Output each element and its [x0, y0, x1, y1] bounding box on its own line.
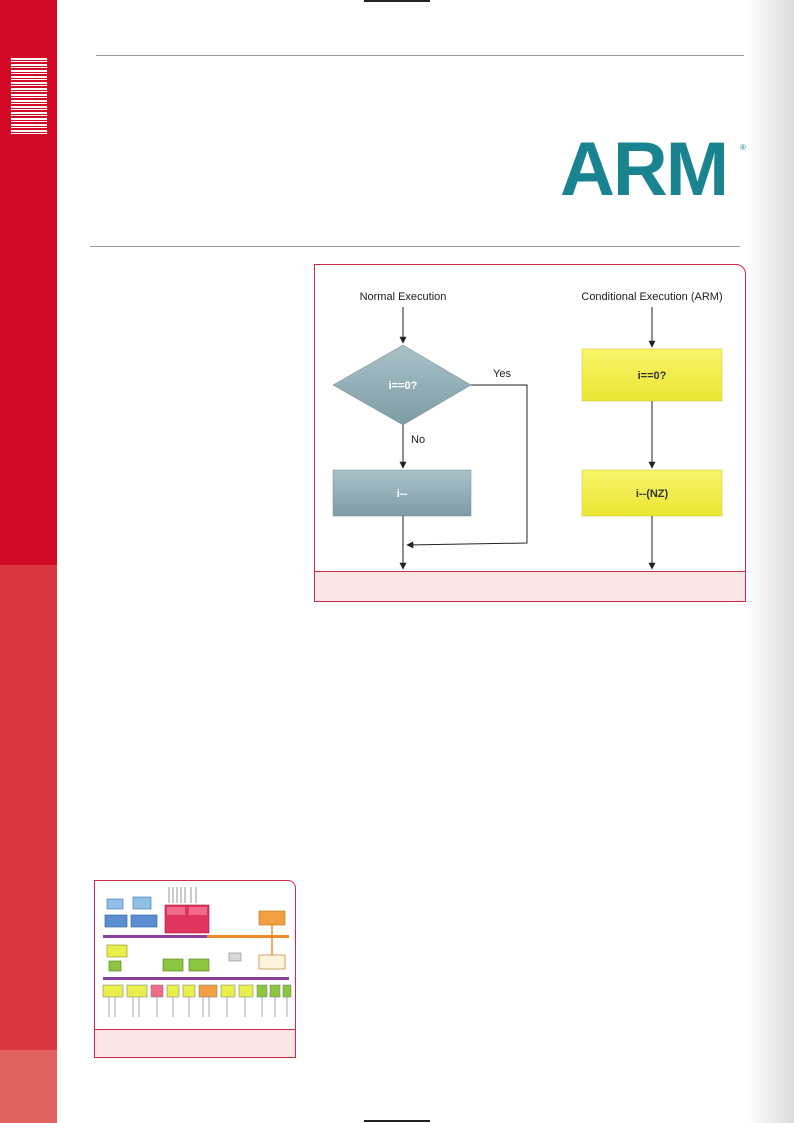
- barcode-icon: [11, 58, 47, 136]
- sdram-controller-block: [104, 914, 128, 928]
- cpu-subblock-b: [189, 907, 207, 915]
- bridge-block: [258, 954, 286, 970]
- cpu-subblock-a: [167, 907, 185, 915]
- side-strip-bottom: [0, 1050, 57, 1123]
- yes-label: Yes: [493, 368, 511, 380]
- figure-conditional-execution: Normal Execution i==0? Yes No i-- Condit…: [314, 264, 746, 602]
- flash-block: [132, 896, 152, 910]
- yes-branch-arrow: [406, 384, 528, 549]
- side-strip-middle: [0, 565, 57, 1050]
- header-rule: [96, 55, 744, 56]
- figure-2-caption-bar: [95, 1029, 295, 1057]
- decision-label-left: i==0?: [389, 380, 418, 392]
- rtc-block: [162, 958, 184, 972]
- conditional-execution-heading: Conditional Execution (ARM): [581, 291, 722, 303]
- crop-mark-top: [364, 0, 430, 2]
- system-controller-block: [106, 944, 128, 958]
- peripheral-row: [102, 984, 292, 998]
- section-rule: [90, 246, 740, 247]
- figure-1-caption-bar: [315, 571, 745, 601]
- flash-controller-block: [130, 914, 158, 928]
- bottom-pins: [108, 997, 288, 1017]
- interrupt-controller-block: [258, 910, 286, 926]
- pll-block: [108, 960, 122, 972]
- decision-box-right: [581, 348, 723, 402]
- normal-execution-heading: Normal Execution: [360, 291, 447, 303]
- side-color-strip: [0, 0, 57, 1123]
- flowchart-svg: Normal Execution i==0? Yes No i-- Condit…: [332, 291, 723, 570]
- decision-label-right: i==0?: [638, 370, 667, 382]
- figure-block-diagram: [94, 880, 296, 1058]
- process-label-left: i--: [397, 488, 408, 500]
- usb-block: [228, 952, 242, 962]
- sdram-block: [106, 898, 124, 910]
- arm-logo: ARM ®: [560, 132, 746, 208]
- arm-logo-text: ARM: [560, 127, 729, 212]
- process-box-right: [581, 469, 723, 517]
- process-box-left: [332, 469, 472, 517]
- crop-mark-bottom: [364, 1120, 430, 1122]
- page-edge-shadow: [748, 0, 794, 1123]
- block-diagram-svg: [102, 887, 292, 1017]
- top-pins: [168, 887, 197, 903]
- ahb-bus: [207, 935, 289, 938]
- watchdog-block: [188, 958, 210, 972]
- registered-mark: ®: [740, 143, 746, 152]
- peripheral-bus: [103, 977, 289, 980]
- process-label-right: i--(NZ): [636, 488, 669, 500]
- local-bus: [103, 935, 207, 938]
- no-label: No: [411, 434, 425, 446]
